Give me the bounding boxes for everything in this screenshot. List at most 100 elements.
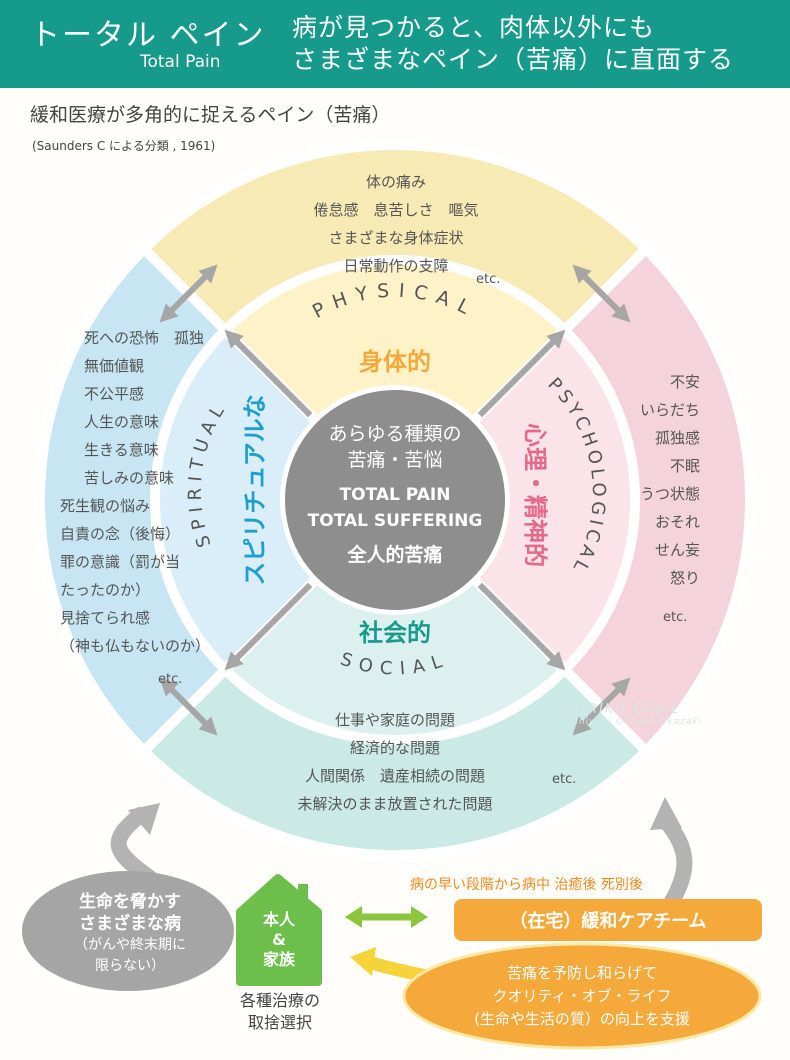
disease-text: 生命を脅かす さまざまな病 （がんや終末期に 限らない） [40, 891, 220, 977]
center-line3: TOTAL PAIN [340, 485, 451, 505]
team-box [454, 899, 762, 941]
spiritual-etc: etc. [158, 672, 183, 687]
center-line1: あらゆる種類の [328, 423, 461, 445]
psychological-label-jp: 心理・精神的 [521, 423, 549, 567]
support-line2: クオリティ・オブ・ライフ [492, 987, 672, 1005]
team-label: （在宅）緩和ケアチーム [509, 911, 707, 932]
social-item: 仕事や家庭の問題 [334, 711, 455, 729]
spiritual-item: 無価値観 [84, 357, 145, 375]
psychological-etc: etc. [663, 610, 688, 625]
psychological-items: 不安 いらだち 孤独感 不眠 うつ状態 おそれ せん妄 怒り [600, 368, 700, 592]
connector-arrows [159, 264, 631, 736]
psychological-item: うつ状態 [639, 485, 700, 503]
spiritual-item: 罪の意識（罰が当 [60, 553, 181, 571]
header-banner: トータル ペイン Total Pain 病が見つかると、肉体以外にも さまざまな… [0, 0, 790, 88]
house-line2: & [272, 930, 286, 949]
spiritual-item: 死への恐怖 孤独 [84, 329, 205, 347]
inward-arrow [224, 329, 313, 418]
disease-line3: （がんや終末期に [74, 937, 186, 953]
boundary-double-arrow [572, 677, 631, 736]
treatment-line1: 各種治療の [239, 991, 320, 1010]
tagline: 病が見つかると、肉体以外にも さまざまなペイン（苦痛）に直面する [292, 12, 734, 76]
spiritual-label-jp: スピリチュアルな [241, 394, 269, 585]
psychological-item: 怒り [669, 569, 700, 587]
clinic-watermark: YORIKO Clinic Paniyoni Oosaka Okazaki [566, 702, 702, 727]
boundary-double-arrow [572, 264, 631, 323]
physical-item: さまざまな身体症状 [328, 229, 464, 247]
support-line1: 苦痛を予防し和らげて [506, 964, 657, 982]
physical-items: 体の痛み 倦怠感 息苦しさ 嘔気 さまざまな身体症状 日常動作の支障 [296, 168, 496, 280]
social-item: 経済的な問題 [349, 739, 440, 757]
double-arrow-right-head [411, 906, 428, 928]
center-line4: TOTAL SUFFERING [308, 511, 483, 531]
tagline-line1: 病が見つかると、肉体以外にも [292, 13, 656, 42]
psychological-item: 不安 [669, 373, 700, 391]
social-item: 人間関係 遺産相続の問題 [304, 767, 485, 785]
center-circle [285, 390, 505, 610]
social-label-jp: 社会的 [359, 619, 431, 647]
boundary-double-arrow [159, 264, 218, 323]
support-bubble [402, 942, 762, 1050]
inward-arrow [224, 582, 313, 671]
psychological-item: せん妄 [654, 541, 700, 559]
social-items: 仕事や家庭の問題 経済的な問題 人間関係 遺産相続の問題 未解決のまま放置された… [245, 706, 545, 818]
disease-bubble [22, 871, 234, 991]
spiritual-item: 自責の念（後悔） [60, 525, 181, 543]
psychological-item: 不眠 [669, 457, 700, 475]
center-line5: 全人的苦痛 [346, 543, 442, 566]
spiritual-item: 不公平感 [84, 385, 145, 403]
subtitle: 緩和医療が多角的に捉えるペイン（苦痛） [30, 104, 391, 126]
bottom-arrows [110, 797, 693, 987]
disease-up-arrow-shaft [110, 807, 158, 886]
disease-line1: 生命を脅かす [79, 892, 181, 912]
house-line1: 本人 [262, 910, 295, 929]
disease-line2: さまざまな病 [79, 914, 181, 934]
disease-line4: 限らない） [95, 958, 165, 974]
physical-label-jp: 身体的 [359, 348, 431, 376]
spiritual-items: 死への恐怖 孤独 無価値観 不公平感 人生の意味 生きる意味 苦しみの意味 死生… [60, 324, 260, 660]
inward-arrow [477, 582, 566, 671]
physical-etc: etc. [476, 272, 501, 287]
citation: (Saunders C による分類 , 1961) [32, 139, 216, 153]
physical-item: 倦怠感 息苦しさ 嘔気 [313, 201, 479, 219]
center-line2: 苦痛・苦悩 [347, 449, 442, 471]
house-icon [236, 874, 322, 986]
house-chimney [298, 884, 308, 902]
spiritual-item: たったのか） [60, 581, 151, 599]
tagline-line2: さまざまなペイン（苦痛）に直面する [292, 45, 735, 74]
spiritual-item: （神も仏もないのか） [60, 637, 211, 655]
inward-arrow [477, 329, 566, 418]
title-en: Total Pain [140, 52, 221, 72]
house-fill [244, 882, 314, 978]
treatment-text: 各種治療の 取捨選択 [210, 990, 350, 1034]
support-arrow-head [350, 947, 376, 976]
support-line3: (生命や生活の質）の向上を支援 [474, 1010, 690, 1028]
timing-label: 病の早い段階から病中 治癒後 死別後 [410, 877, 643, 893]
double-arrow-left-head [345, 906, 362, 928]
disease-up-arrow-head [128, 803, 160, 835]
psychological-item: いらだち [639, 401, 700, 419]
social-etc: etc. [552, 772, 577, 787]
boundary-double-arrow [159, 677, 218, 736]
spiritual-item: 人生の意味 [84, 413, 160, 431]
house-line3: 家族 [262, 950, 295, 969]
spiritual-item: 生きる意味 [84, 441, 159, 459]
pain-quadrants [35, 140, 755, 860]
spiritual-item: 見捨てられ感 [60, 609, 151, 627]
physical-item: 体の痛み [365, 173, 426, 191]
title-jp: トータル ペイン [30, 18, 266, 53]
spiritual-item: 苦しみの意味 [84, 469, 175, 487]
psychological-item: おそれ [654, 513, 700, 531]
house-text: 本人 & 家族 [244, 910, 314, 970]
spiritual-item: 死生観の悩み [60, 497, 151, 515]
support-text: 苦痛を予防し和らげて クオリティ・オブ・ライフ (生命や生活の質）の向上を支援 [414, 962, 750, 1031]
team-up-arrow-shaft [657, 812, 693, 913]
team-up-arrow-head [650, 797, 682, 830]
watermark-line2: Paniyoni Oosaka Okazaki [566, 717, 703, 727]
physical-item: 日常動作の支障 [343, 257, 449, 275]
treatment-line2: 取捨選択 [247, 1013, 312, 1032]
watermark-line1: YORIKO Clinic [566, 702, 681, 717]
psychological-item: 孤独感 [654, 429, 700, 447]
social-item: 未解決のまま放置された問題 [297, 795, 493, 813]
